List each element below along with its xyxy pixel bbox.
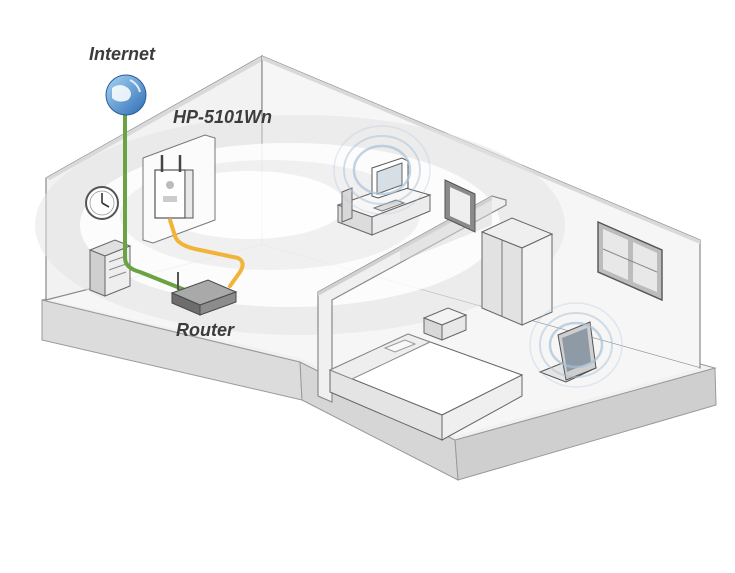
device-label: HP-5101Wn bbox=[173, 107, 273, 127]
picture-frame bbox=[444, 179, 476, 233]
signal-rings-desktop bbox=[333, 125, 431, 215]
powerline-adapter-icon bbox=[142, 134, 216, 244]
internet-label: Internet bbox=[89, 44, 156, 64]
bed bbox=[328, 333, 524, 441]
nightstand bbox=[422, 307, 468, 341]
globe-icon bbox=[105, 74, 147, 116]
clock-icon bbox=[85, 186, 119, 220]
router-icon bbox=[170, 272, 238, 316]
window bbox=[597, 220, 663, 302]
wardrobe bbox=[480, 217, 554, 326]
ethernet-cable bbox=[123, 98, 187, 292]
signal-rings-laptop bbox=[529, 302, 623, 388]
powerline-cable bbox=[168, 218, 245, 288]
router-label: Router bbox=[176, 320, 234, 340]
cables bbox=[123, 98, 245, 292]
desktop-computer-icon bbox=[336, 157, 432, 236]
